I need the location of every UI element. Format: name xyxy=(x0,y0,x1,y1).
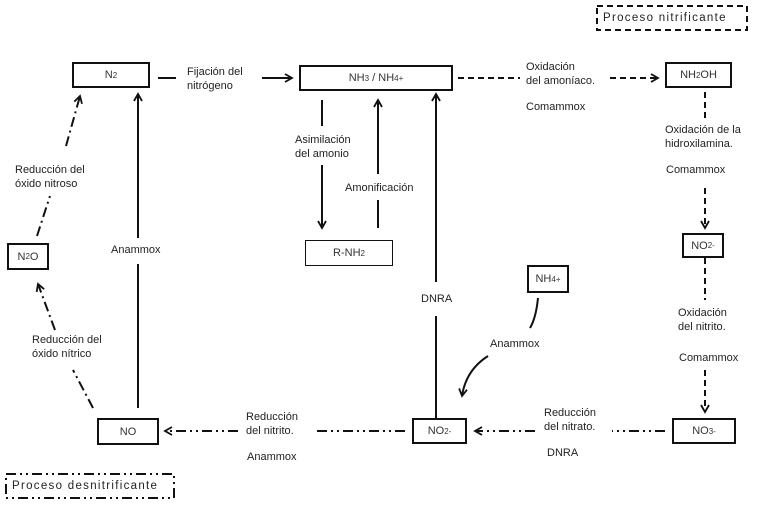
label-nitrite-oxidation-line1: Oxidación xyxy=(678,307,727,319)
label-assimilation-line1: Asimilación xyxy=(295,134,351,146)
label-fixation: Fijación del nitrógeno xyxy=(187,65,243,93)
no2-right-text: NO xyxy=(691,239,708,252)
nitric-oxide-reduction-arrow xyxy=(35,282,56,331)
nh4-sup: + xyxy=(398,73,404,83)
label-fixation-line1: Fijación del xyxy=(187,66,243,78)
label-nitrite-reduction: Reducción del nitrito. xyxy=(246,410,298,438)
label-nitrous-oxide-reduction: Reducción del óxido nitroso xyxy=(15,163,85,191)
label-hydroxylamine-oxidation: Oxidación de la hidroxilamina. xyxy=(665,123,741,151)
label-nitrite-oxidation: Oxidación del nitrito. xyxy=(678,306,727,334)
no2-right-sup: - xyxy=(712,241,715,250)
no3-text: NO xyxy=(692,425,709,437)
label-ammonia-oxidation-line2: del amoníaco. xyxy=(526,75,596,87)
node-no: NO xyxy=(97,418,159,445)
nh2oh-sub: 2 xyxy=(695,70,701,80)
label-nitrous-line2: óxido nitroso xyxy=(15,178,78,190)
anammox-curve-arrow xyxy=(458,355,489,398)
label-comammox-1: Comammox xyxy=(526,100,586,114)
anammox-curve-top xyxy=(529,297,539,329)
label-nitric-line1: Reducción del xyxy=(32,334,102,346)
n2o-text2: O xyxy=(29,250,39,263)
label-anammox-bottom: Anammox xyxy=(247,450,297,464)
nh2oh-text1: NH xyxy=(680,69,696,81)
nitrous-oxide-reduction-line-a xyxy=(36,195,51,237)
nh4-node-text: NH xyxy=(535,273,552,285)
nh4-node-sub: 4 xyxy=(551,274,556,284)
label-nitrous-line1: Reducción del xyxy=(15,164,85,176)
nitric-oxide-reduction-line-a xyxy=(72,369,94,409)
n2o-sub: 2 xyxy=(25,252,30,261)
label-ammonia-oxidation-line1: Oxidación xyxy=(526,61,575,73)
label-comammox-2: Comammox xyxy=(666,163,726,177)
no2-right-sub: 2 xyxy=(707,241,713,250)
legend-nitrification: Proceso nitrificante xyxy=(603,12,727,24)
nh4-text: / NH xyxy=(369,72,395,84)
label-anammox-left: Anammox xyxy=(111,243,161,257)
label-assimilation-line2: del amonio xyxy=(295,148,349,160)
node-n2-text: N xyxy=(104,69,113,81)
nh3-sub: 3 xyxy=(364,73,370,83)
label-ammonia-oxidation: Oxidación del amoníaco. xyxy=(526,60,596,88)
nitrous-oxide-reduction-arrow xyxy=(65,94,83,147)
label-nitrite-oxidation-line2: del nitrito. xyxy=(678,321,726,333)
no-text: NO xyxy=(119,425,137,438)
no3-sub: 3 xyxy=(708,426,714,436)
label-comammox-3: Comammox xyxy=(679,351,739,365)
no2-center-text: NO xyxy=(427,425,445,437)
label-nitrate-reduction-line2: del nitrato. xyxy=(544,421,596,433)
label-hydroxylamine-line1: Oxidación de la xyxy=(665,124,741,136)
label-ammonification: Amonificación xyxy=(345,181,414,195)
r-nh2-text: R-NH xyxy=(333,247,361,259)
label-nitric-oxide-reduction: Reducción del óxido nítrico xyxy=(32,333,102,361)
label-nitrite-reduction-line2: del nitrito. xyxy=(246,425,294,437)
nh2oh-text2: OH xyxy=(700,69,717,81)
label-nitrite-reduction-line1: Reducción xyxy=(246,411,298,423)
r-nh2-sub: 2 xyxy=(360,248,365,258)
n2o-text1: N xyxy=(17,250,26,263)
label-dnra-vertical: DNRA xyxy=(421,292,453,306)
legend-nitrification-frame xyxy=(596,5,748,31)
label-dnra-bottom: DNRA xyxy=(547,446,579,460)
legend-denitrification: Proceso desnitrificante xyxy=(12,480,159,492)
no2-center-sup: - xyxy=(448,426,452,436)
legend-denitrification-frame xyxy=(5,473,175,499)
label-nitrate-reduction-line1: Reducción xyxy=(544,407,596,419)
node-n2-sub: 2 xyxy=(112,70,118,80)
nh4-node-sup: + xyxy=(555,274,561,284)
label-anammox-curve: Anammox xyxy=(490,337,540,351)
label-fixation-line2: nitrógeno xyxy=(187,80,233,92)
label-nitric-line2: óxido nítrico xyxy=(32,348,92,360)
label-hydroxylamine-line2: hidroxilamina. xyxy=(665,138,733,150)
no3-sup: - xyxy=(713,426,716,436)
no2-center-sub: 2 xyxy=(444,426,449,436)
nh4-sub: 4 xyxy=(394,73,399,83)
label-ammonium-assimilation: Asimilación del amonio xyxy=(295,133,351,161)
nh3-text: NH xyxy=(348,72,365,84)
label-nitrate-reduction: Reducción del nitrato. xyxy=(544,406,596,434)
